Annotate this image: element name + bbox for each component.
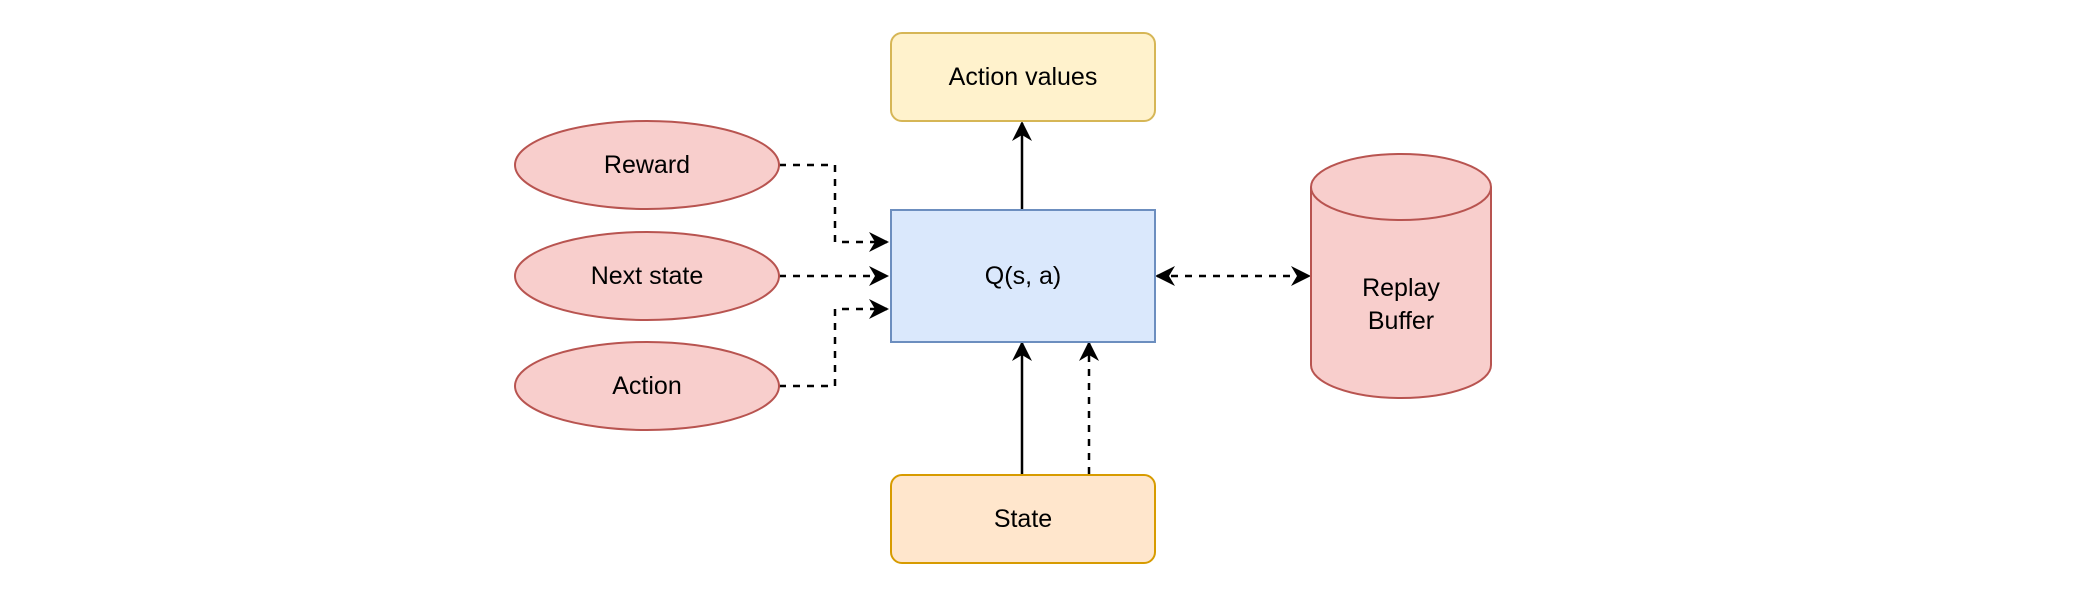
node-action-values[interactable]: Action values [890, 32, 1156, 122]
state-label: State [994, 505, 1052, 533]
reward-ellipse [514, 120, 780, 210]
edge-reward-to-q [779, 163, 889, 252]
node-action[interactable]: Action [514, 341, 780, 431]
node-state[interactable]: State [890, 474, 1156, 564]
node-replay-buffer[interactable]: Replay Buffer [1310, 153, 1492, 399]
node-next-state[interactable]: Next state [514, 231, 780, 321]
action-ellipse [514, 341, 780, 431]
replay-buffer-cylinder-top [1310, 153, 1492, 221]
replay-buffer-label-line2: Buffer [1368, 307, 1434, 335]
next-state-ellipse [514, 231, 780, 321]
node-reward[interactable]: Reward [514, 120, 780, 210]
state-box [890, 474, 1156, 564]
q-function-label: Q(s, a) [985, 262, 1061, 290]
edge-action-to-q [779, 299, 889, 388]
reward-label: Reward [604, 151, 690, 179]
action-label: Action [612, 372, 681, 400]
action-values-label: Action values [949, 63, 1098, 91]
edges [779, 121, 1311, 474]
replay-buffer-cylinder-body [1310, 187, 1492, 399]
replay-buffer-label-line1: Replay [1362, 274, 1440, 302]
next-state-label: Next state [591, 262, 704, 290]
node-q-function[interactable]: Q(s, a) [890, 209, 1156, 343]
q-function-box [890, 209, 1156, 343]
action-values-box [890, 32, 1156, 122]
